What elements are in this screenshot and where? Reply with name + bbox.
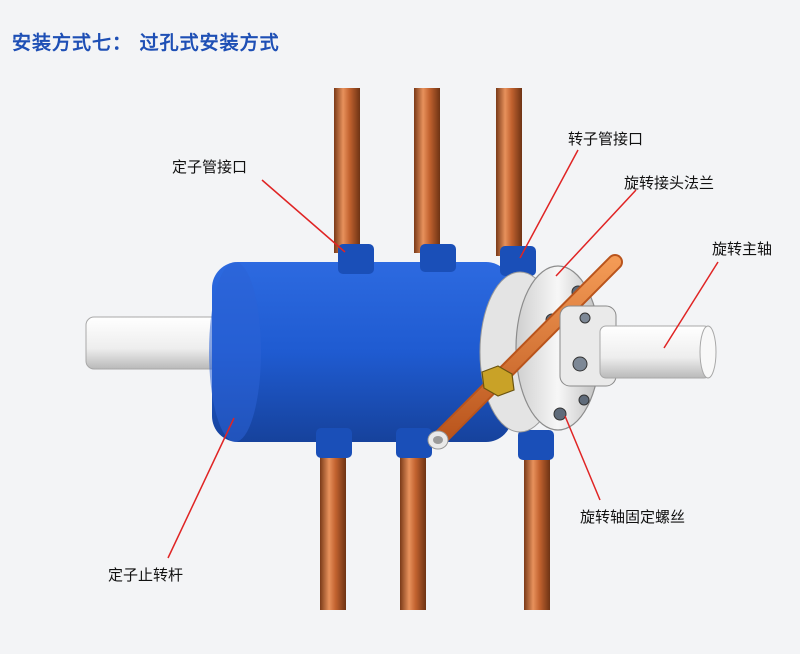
label-stop-rod: 定子止转杆: [108, 566, 184, 584]
shaft-right: [599, 325, 711, 379]
hub-screw: [572, 356, 588, 372]
leader-lines: [167, 149, 719, 559]
bottom-fittings: [316, 428, 554, 460]
page-title: 安装方式七： 过孔式安装方式: [12, 32, 280, 54]
stator-bottom-pipes: [320, 455, 550, 610]
top-fittings: [338, 244, 536, 276]
stator-body: [212, 262, 512, 442]
label-fix-screw: 旋转轴固定螺丝: [580, 508, 686, 526]
label-stator-port: 定子管接口: [172, 158, 248, 176]
stator-stop-rod: [427, 254, 623, 450]
label-flange: 旋转接头法兰: [624, 174, 715, 192]
label-rotor-port: 转子管接口: [568, 130, 644, 148]
label-main-shaft: 旋转主轴: [712, 240, 773, 258]
stator-top-pipes: [334, 88, 522, 256]
